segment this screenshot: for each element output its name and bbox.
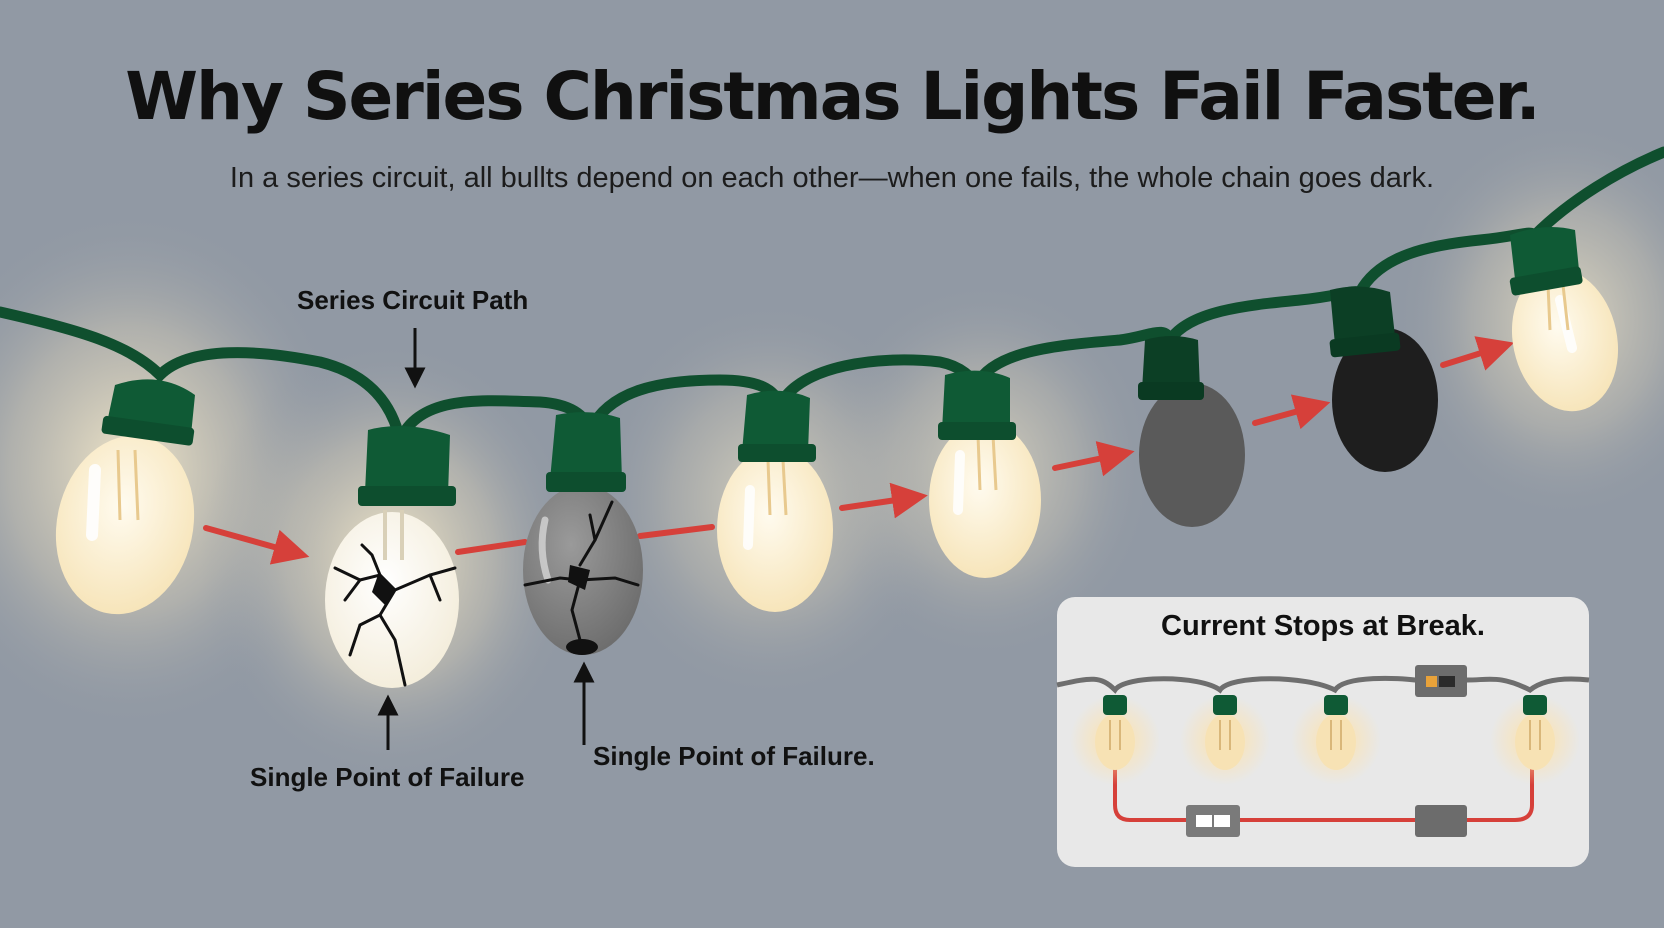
inset-bulb-lit [1291,695,1381,785]
bulb-cracked [325,426,459,688]
label-single-point-failure: Single Point of Failure [250,762,525,792]
inset-switch-bottom-right [1415,805,1467,837]
current-line [455,539,528,555]
crack-icon [333,543,457,687]
series-wire [0,146,1664,458]
bulb-lit [929,370,1041,578]
socket [742,390,810,452]
arrow-right-icon [203,525,310,565]
bulb-lit [55,379,195,615]
arrow-right-icon [839,482,928,519]
page-subtitle: In a series circuit, all bullts depend o… [229,162,1435,194]
inset-circuit-panel [1056,597,1590,867]
socket [550,412,622,480]
arrow-right-icon [1252,394,1331,430]
inset-switch-top [1415,665,1467,697]
inset-bulb-lit [1180,695,1270,785]
socket [1142,336,1200,390]
bulb-lit [717,390,833,612]
annotation-arrows [377,328,595,750]
inset-title: Current Stops at Break. [1161,610,1485,642]
socket [365,426,450,495]
bulb-cracked-gray [523,412,643,655]
socket [1330,286,1396,345]
current-arrows [203,336,1515,565]
socket [942,370,1010,430]
inset-switch-bottom-left [1186,805,1240,837]
arrow-right-icon [1052,441,1135,477]
bulb-dark [1329,286,1438,472]
current-line [637,524,715,539]
inset-bulb-lit [1070,695,1160,785]
label-single-point-failure-2: Single Point of Failure. [593,741,875,771]
page-title: Why Series Christmas Lights Fail Faster. [125,58,1541,135]
bulb-lit [1509,226,1619,412]
bulb-dim [1138,336,1245,527]
inset-bulb-lit [1490,695,1580,785]
label-series-circuit-path: Series Circuit Path [297,285,529,315]
arrow-right-icon [1440,336,1515,371]
